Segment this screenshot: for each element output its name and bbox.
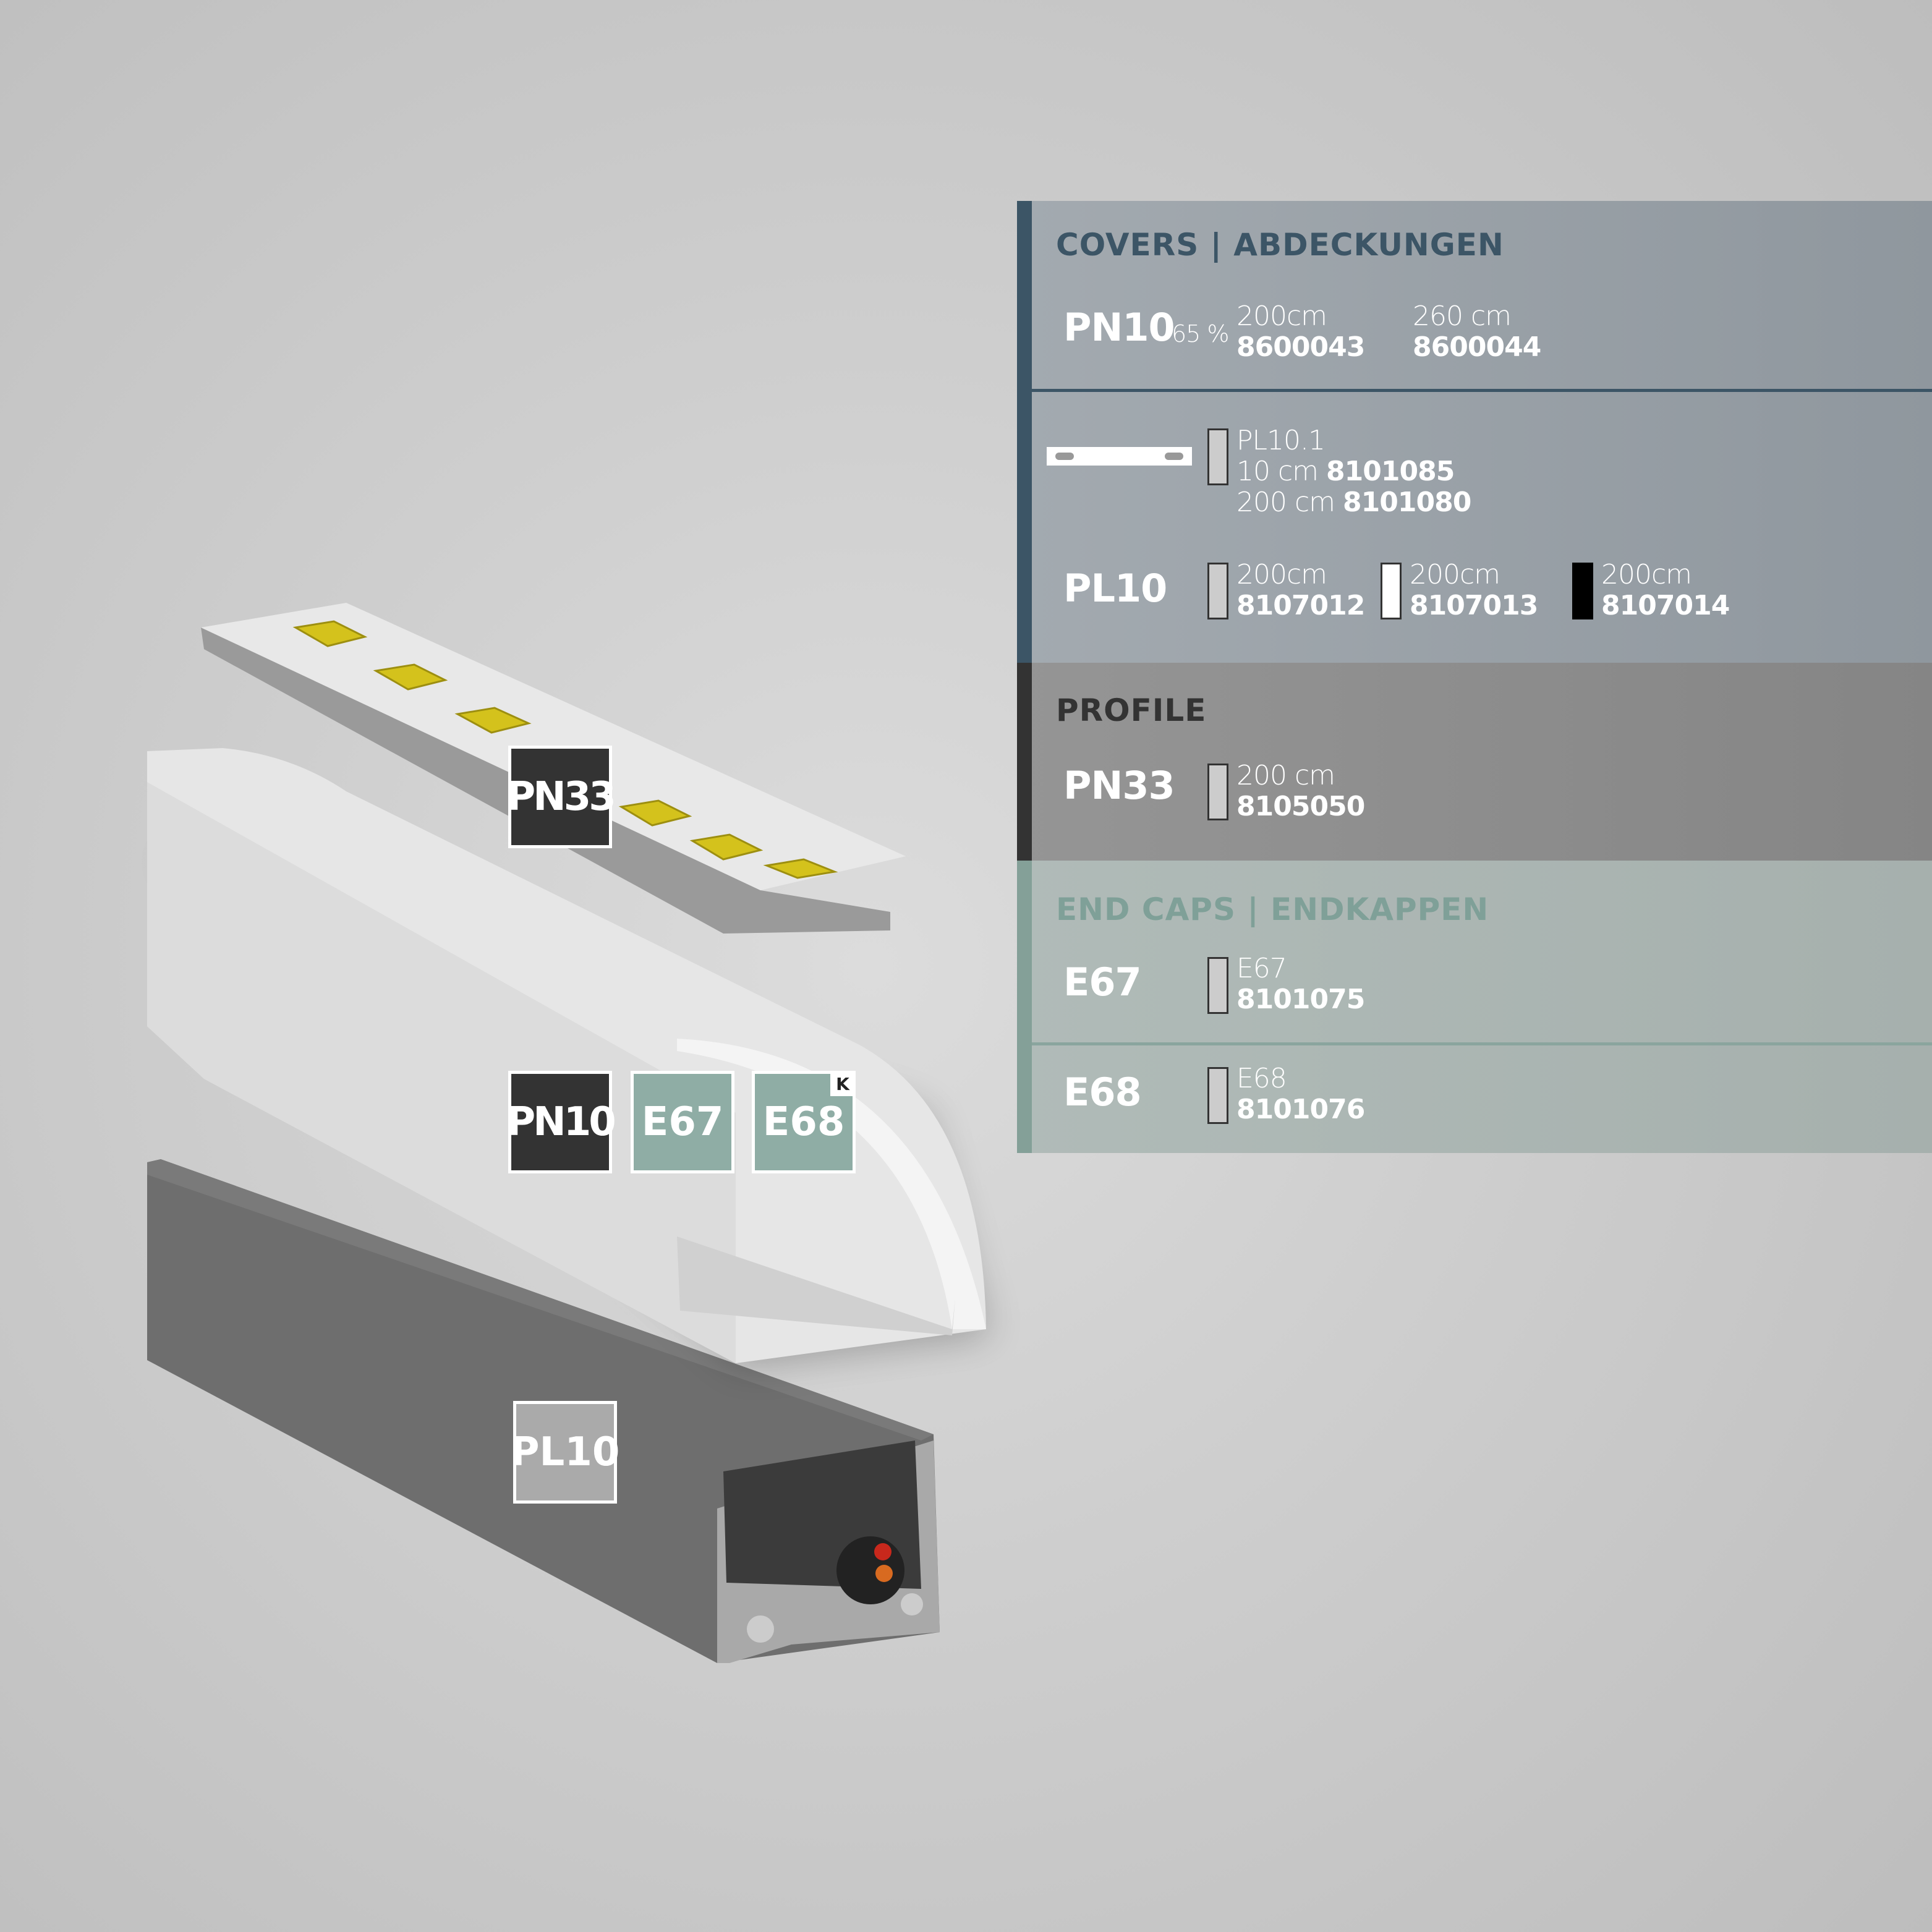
led-chip	[618, 799, 692, 827]
led-chip	[454, 707, 532, 734]
pl10-1-info: PL10.1 10 cm 8101085 200 cm 8101080	[1236, 425, 1471, 518]
pn10-opacity: 65 %	[1172, 320, 1230, 347]
pn33-code: PN33	[1063, 763, 1175, 808]
e67-code: E67	[1063, 960, 1142, 1005]
pl10-1-swatch	[1207, 428, 1228, 485]
divider	[1032, 389, 1932, 392]
pl10-swatch-grey	[1207, 563, 1228, 619]
led-chip	[763, 858, 838, 879]
section-bar	[1017, 861, 1032, 1153]
tag-pn10: PN10	[506, 1071, 616, 1173]
pl10-swatch-black	[1572, 563, 1593, 619]
pl10-code: PL10	[1063, 566, 1167, 611]
tag-e68-badge: K	[830, 1071, 855, 1096]
led-chip	[292, 620, 368, 647]
e68-swatch	[1207, 1067, 1228, 1124]
tag-pn33: PN33	[506, 746, 616, 848]
pn33-swatch	[1207, 764, 1228, 820]
endcaps-heading: END CAPS | ENDKAPPEN	[1056, 892, 1489, 927]
tag-e67: E67	[631, 1071, 734, 1173]
pl10-swatch-white	[1381, 563, 1402, 619]
divider	[1032, 1042, 1932, 1045]
e67-swatch	[1207, 957, 1228, 1014]
covers-heading: COVERS | ABDECKUNGEN	[1056, 227, 1504, 263]
profile-heading: PROFILE	[1056, 692, 1207, 728]
tag-pl10: PL10	[511, 1401, 619, 1504]
led-chip	[689, 833, 764, 861]
section-bar	[1017, 663, 1032, 861]
pl10-1-strip-icon	[1047, 447, 1192, 466]
led-chip	[373, 663, 448, 691]
section-bar	[1017, 201, 1032, 663]
e68-code: E68	[1063, 1070, 1142, 1115]
pn10-code: PN10	[1063, 305, 1175, 350]
